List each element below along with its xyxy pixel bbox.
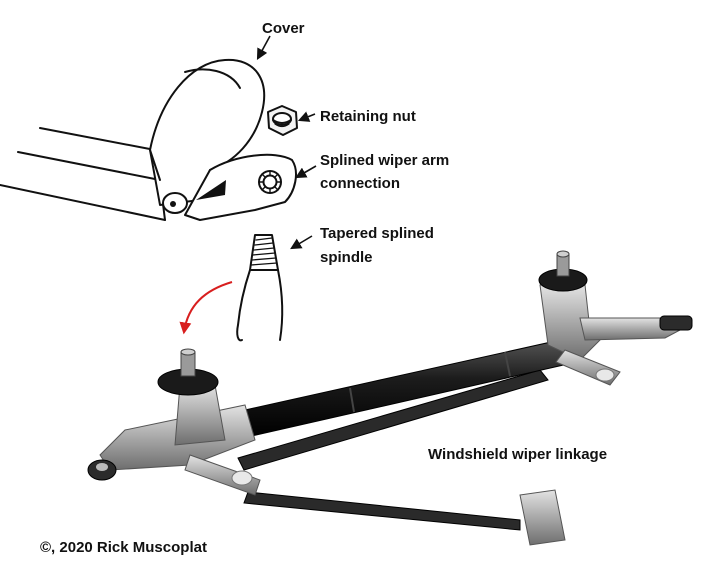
bottom-link-rod [243, 491, 521, 531]
wiper-linkage-assembly [87, 250, 693, 546]
label-tapered-line2: spindle [320, 249, 373, 266]
right-mount-arm [579, 317, 681, 341]
retaining-nut [267, 105, 298, 136]
cover-arrow [256, 35, 271, 60]
label-retaining-nut: Retaining nut [320, 108, 416, 125]
spindle-arrow [290, 235, 313, 250]
wiper-arm-sketch [0, 58, 298, 342]
callout-arrows [256, 35, 317, 250]
lower-link-rod [237, 369, 549, 471]
wiper-arm-body [0, 127, 166, 221]
label-linkage: Windshield wiper linkage [428, 446, 607, 463]
nut-arrow [297, 111, 316, 122]
splined-arrow [295, 165, 317, 179]
label-cover: Cover [262, 20, 305, 37]
bottom-right-bracket [519, 489, 566, 546]
tapered-spindle [236, 234, 284, 342]
label-tapered-line1: Tapered splined [320, 225, 434, 242]
red-direction-arrow [179, 281, 233, 335]
label-splined-line1: Splined wiper arm [320, 152, 449, 169]
copyright-text: ©, 2020 Rick Muscoplat [40, 539, 207, 556]
label-splined-line2: connection [320, 175, 400, 192]
